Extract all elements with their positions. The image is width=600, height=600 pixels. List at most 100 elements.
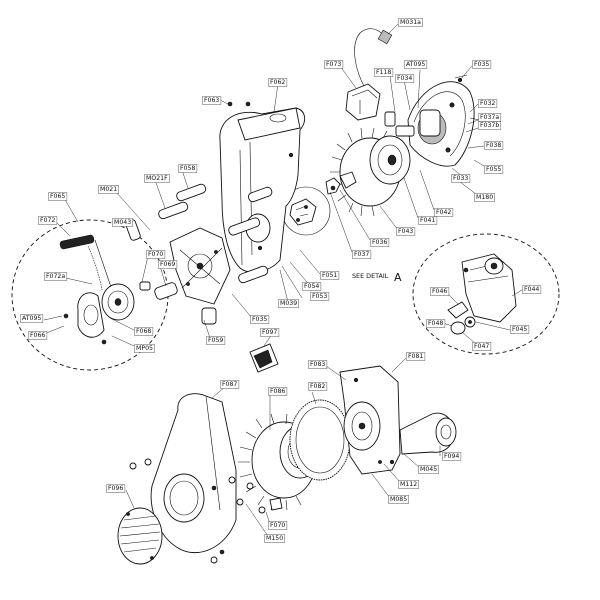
label-box [352,250,372,259]
label-M031a: M031a [400,19,421,26]
label-box [48,192,68,201]
label-box [320,271,340,280]
label-F083: F083 [310,361,325,368]
label-MO21F: MO21F [146,175,168,182]
label-box [264,534,285,543]
label-F046: F046 [432,288,447,295]
label-box [478,99,498,108]
ignition-plate-assembly [407,74,481,167]
label-box [398,480,419,489]
detail-a-assembly [447,253,517,335]
label-box [510,325,530,334]
starter-plate-assembly [339,365,457,475]
label-box [220,380,240,389]
label-box [434,208,454,217]
label-F033: F033 [453,175,468,182]
label-F094: F094 [444,453,459,460]
label-box [522,285,542,294]
label-M045: M045 [420,466,437,473]
label-F047: F047 [474,343,489,350]
label-box [158,260,178,269]
label-F070-top: F070 [148,251,163,258]
label-box [484,141,504,150]
label-box [324,60,344,69]
flywheel-fan-top [330,111,415,217]
standoffs [154,183,273,325]
label-box [134,344,155,353]
label-M112: M112 [400,481,417,488]
label-F096: F096 [108,485,123,492]
label-F118: F118 [376,69,391,76]
label-F038: F038 [486,142,501,149]
bottom-screws [129,458,254,564]
label-box [278,299,299,308]
label-box [202,96,222,105]
label-MP05: MP05 [136,345,153,352]
label-box [250,315,270,324]
label-box [146,250,166,259]
label-F043: F043 [398,228,413,235]
see-detail-text: SEE DETAIL [352,272,389,280]
label-F034: F034 [397,75,412,82]
label-box [20,314,44,323]
label-box [112,218,133,227]
label-M043: M043 [114,219,131,226]
detail-letter: A [394,271,402,284]
grille [117,507,163,565]
part-labels: M031a F073 F118 AT095 F034 F035 F062 F06… [20,18,542,543]
label-box [395,74,415,83]
label-box [426,319,446,328]
label-box [404,60,428,69]
label-box [308,382,328,391]
label-F081: F081 [408,353,423,360]
label-box [28,331,48,340]
label-box [302,282,322,291]
label-box [472,342,492,351]
label-F037: F037 [354,251,369,258]
label-box [310,292,330,301]
label-F058: F058 [180,165,195,172]
label-F063: F063 [204,97,219,104]
label-box [134,327,154,336]
label-F042: F042 [436,209,451,216]
label-F062: F062 [270,79,285,86]
fan-housing-top [219,101,306,273]
label-AT095-left: AT095 [22,315,41,322]
label-box [144,174,170,183]
label-box [370,238,390,247]
label-F072: F072 [40,217,55,224]
label-F048: F048 [428,320,443,327]
mounting-bracket [169,227,231,305]
label-F054: F054 [304,283,319,290]
label-F032: F032 [480,100,495,107]
label-F097: F097 [262,329,277,336]
label-F068: F068 [136,328,151,335]
label-F037b: F037b [480,122,499,129]
label-F035-mid: F035 [252,316,267,323]
label-F053: F053 [312,293,327,300]
label-box [268,78,288,87]
bracket-detail [289,198,317,226]
label-F082: F082 [310,383,325,390]
label-F036: F036 [372,239,387,246]
label-box [474,193,495,202]
label-M180: M180 [476,194,493,201]
label-box [98,185,119,194]
label-box [406,352,426,361]
label-box [451,174,471,183]
label-F044: F044 [524,286,539,293]
fan-housing-bottom [150,393,237,555]
label-M021: M021 [100,186,117,193]
label-box [44,272,68,281]
label-box [38,216,58,225]
label-box [418,216,438,225]
label-AT095-top: AT095 [406,61,425,68]
label-M150: M150 [266,535,283,542]
label-box [106,484,126,493]
label-box [398,18,423,27]
label-box [388,495,409,504]
label-F035-top: F035 [474,61,489,68]
recoil-starter [59,219,151,345]
label-F072a: F072a [46,273,65,280]
label-box [418,465,439,474]
